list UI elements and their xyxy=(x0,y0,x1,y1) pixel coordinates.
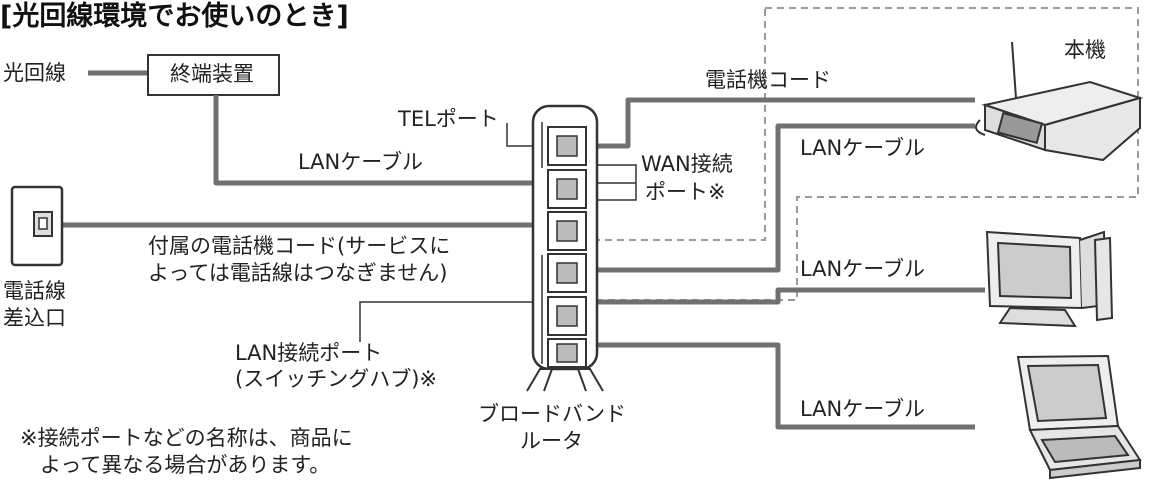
lan-port-label-2: (スイッチングハブ)※ xyxy=(235,367,437,391)
router-label-1: ブロードバンド xyxy=(478,402,627,426)
cable-lan2-to-desktop xyxy=(570,287,985,305)
note-line-2: よって異なる場合があります。 xyxy=(40,453,331,477)
router-label-2: ルータ xyxy=(520,429,583,453)
lan-cable-printer-label: LANケーブル xyxy=(800,136,925,160)
cable-tel-to-printer xyxy=(570,97,975,149)
lan-cable-desktop-label: LANケーブル xyxy=(800,257,925,281)
wall-jack-icon xyxy=(10,185,64,267)
phone-outlet-label-2: 差込口 xyxy=(3,306,66,330)
terminal-device-label: 終端装置 xyxy=(170,62,254,86)
cable-lan3-to-laptop xyxy=(570,342,975,430)
phone-cord-label: 電話機コード xyxy=(705,68,831,92)
included-cord-label-1: 付属の電話機コード(サービスに xyxy=(148,234,451,258)
laptop-icon xyxy=(1016,354,1142,480)
included-cord-label-2: よっては電話線はつなぎません) xyxy=(148,261,448,285)
fiber-line-label: 光回線 xyxy=(3,61,66,85)
dashed-enclosure xyxy=(591,7,1139,301)
tel-port-label: TELポート xyxy=(398,107,499,131)
note-line-1: ※接続ポートなどの名称は、商品に xyxy=(20,426,353,450)
lan-port-leader xyxy=(359,301,545,342)
wan-port-label-2: ポート※ xyxy=(645,180,726,204)
wan-port-label-1: WAN接続 xyxy=(641,152,733,176)
terminal-device-box xyxy=(147,54,280,96)
desktop-pc-icon xyxy=(985,230,1114,328)
lan-port-label-1: LAN接続ポート xyxy=(235,341,383,365)
printer-icon xyxy=(975,41,1144,162)
phone-outlet-label-1: 電話線 xyxy=(3,279,66,303)
lan-cable-laptop-label: LANケーブル xyxy=(800,397,925,421)
main-unit-label: 本機 xyxy=(1064,38,1106,62)
cable-terminal-to-wan xyxy=(213,95,570,186)
lan-cable-terminal-label: LANケーブル xyxy=(298,150,423,174)
router-icon xyxy=(526,104,604,392)
page-title: [光回線環境でお使いのとき] xyxy=(0,1,349,32)
cable-lan1-to-printer xyxy=(570,123,975,273)
